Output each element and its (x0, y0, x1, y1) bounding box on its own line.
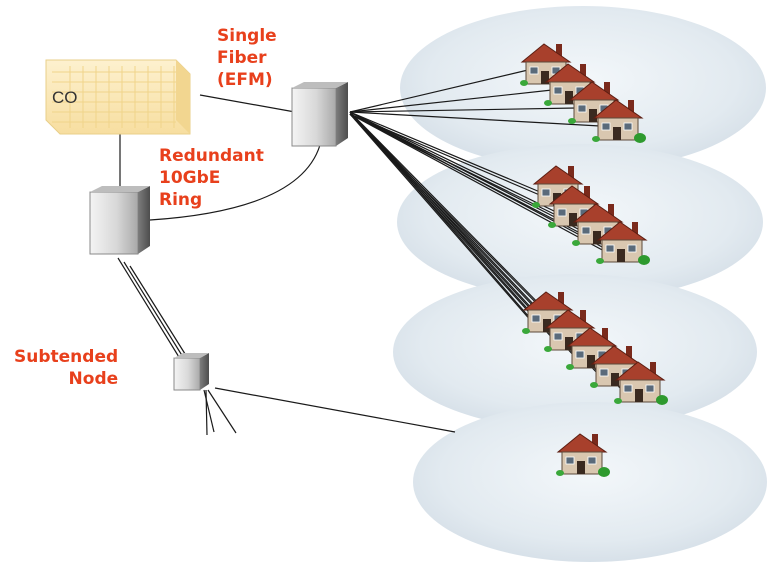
fiber-link (349, 69, 529, 113)
central-office-building-icon (45, 59, 191, 135)
redundant-ring-label: Redundant 10GbE Ring (159, 146, 264, 210)
ring-node-server-tower-icon (89, 186, 150, 255)
fiber-link (349, 107, 577, 113)
fiber-link (349, 89, 553, 113)
fiber-link (349, 111, 601, 127)
houses (520, 43, 668, 477)
fiber-link (349, 111, 581, 231)
fiber-link (349, 113, 607, 253)
link-subtended-drop-2 (207, 389, 237, 434)
link-redundant-ring (149, 144, 321, 221)
link-subtended-drop-3 (203, 389, 215, 433)
co-window-grid (52, 66, 176, 128)
fiber-link (349, 113, 555, 341)
house-icon (592, 99, 646, 143)
fiber-link (349, 111, 541, 193)
efm-switch-server-tower-icon (291, 82, 348, 147)
subtended-node-label: Subtended Node (14, 347, 119, 389)
house-icon (596, 221, 650, 265)
house-icon (566, 327, 620, 371)
co-label: CO (52, 88, 78, 107)
single-fiber-label: Single Fiber (EFM) (217, 26, 277, 90)
subtended-node-server-tower-icon (173, 353, 209, 391)
link-co-to-switch (199, 94, 296, 113)
house-icon (614, 361, 668, 405)
fiber-link (349, 111, 557, 213)
neighborhood-cloud-4 (413, 402, 767, 562)
house-icon (544, 63, 598, 107)
link-ring-to-subtended-1 (117, 257, 191, 376)
fiber-link (349, 113, 533, 323)
house-icon (556, 433, 610, 477)
link-subtended-to-house (214, 387, 456, 433)
